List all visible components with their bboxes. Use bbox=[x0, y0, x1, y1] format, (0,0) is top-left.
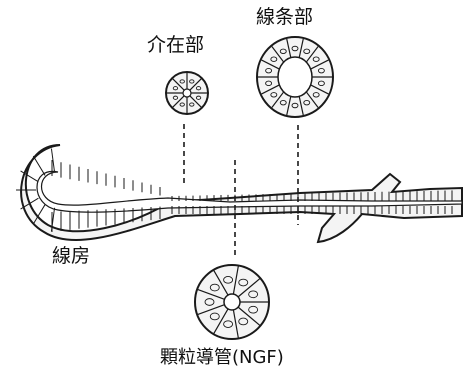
granular-lumen bbox=[224, 294, 240, 310]
striated-lumen bbox=[278, 57, 312, 97]
granular-duct-section bbox=[195, 265, 269, 339]
intercalated-lumen bbox=[183, 89, 191, 97]
cell-wall bbox=[33, 156, 45, 175]
striated-duct-section bbox=[257, 37, 333, 117]
acinus-label: 線房 bbox=[52, 247, 90, 266]
gland-tube bbox=[16, 145, 462, 242]
striated-duct-label: 線条部 bbox=[256, 8, 313, 27]
intercalated-duct-label: 介在部 bbox=[147, 36, 204, 55]
indicator-lines bbox=[184, 124, 298, 258]
granular-duct-label: 顆粒導管(NGF) bbox=[160, 349, 284, 367]
intercalated-duct-section bbox=[166, 72, 208, 114]
